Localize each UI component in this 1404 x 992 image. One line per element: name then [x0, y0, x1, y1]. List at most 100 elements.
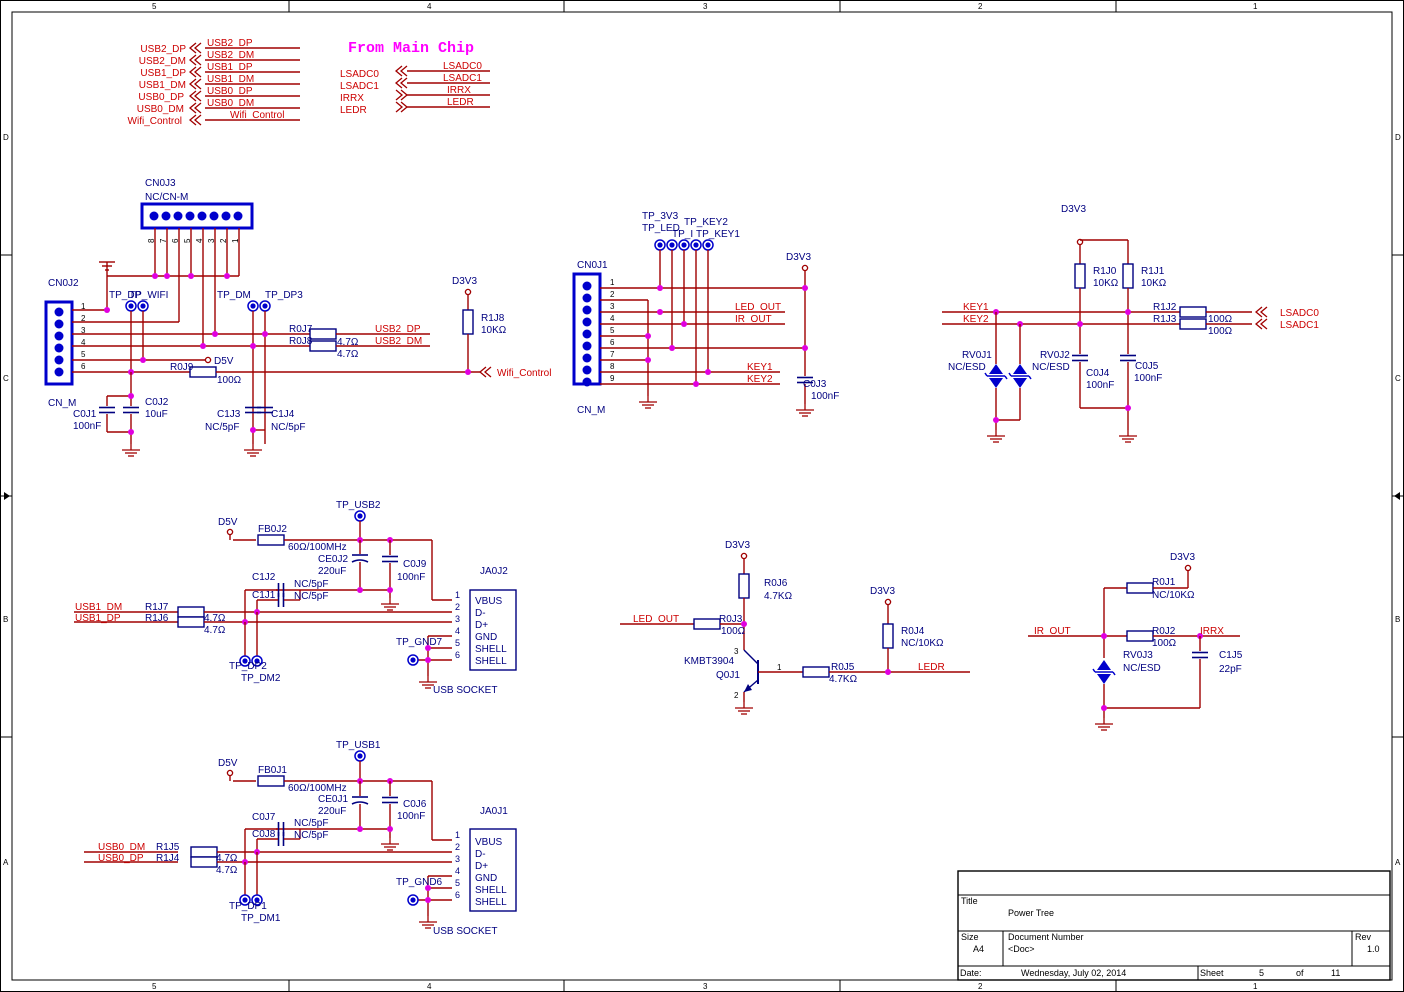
led-out-net: LED_OUT	[633, 614, 679, 625]
c0j3-ref: C0J3	[803, 379, 827, 390]
usb1-tp-dm: TP_DM2	[241, 673, 281, 684]
cn0j2-section: CN0J3 NC/CN-M 8 7 6 5 4 3 2 1 CN0J2	[44, 178, 551, 457]
wire-irrx: IRRX	[447, 85, 471, 96]
rv0j2-value: NC/ESD	[1032, 362, 1070, 373]
size-label: Size	[961, 932, 979, 942]
usb0-pin-4: 4	[455, 866, 460, 876]
r1j1-value: 10KΩ	[1141, 278, 1167, 289]
cn0j3-value: NC/CN-M	[145, 192, 188, 203]
date-value: Wednesday, July 02, 2014	[1021, 968, 1126, 978]
r0j9-wifi: R0J9 100Ω Wifi_Control	[170, 362, 551, 386]
usb0-pin-shell-a: SHELL	[475, 885, 507, 896]
rv0j1-value: NC/ESD	[948, 362, 986, 373]
usb1-pin-5: 5	[455, 638, 460, 648]
zone-col-3: 3	[703, 2, 708, 11]
zone-col-2-bottom: 2	[978, 982, 983, 991]
usb0-dp-net: USB0_DP	[98, 853, 144, 864]
usb1-fb-value: 60Ω/100MHz	[288, 542, 347, 553]
c0j3: D3V3 C0J3 100nF	[786, 252, 839, 417]
zone-row-a-right: A	[1395, 858, 1401, 867]
usb1-dp-net: USB1_DP	[75, 613, 121, 624]
cn0j1-pin-8: 8	[610, 362, 615, 371]
net-ir-out: IR_OUT	[735, 314, 772, 325]
r0j8-ref: R0J8	[289, 336, 313, 347]
usb0-tp-dm: TP_DM1	[241, 913, 281, 924]
c0j1-value: 100nF	[73, 421, 101, 432]
cn0j3-pin-1: 1	[231, 238, 240, 243]
zone-row-c: C	[3, 374, 9, 383]
tp-3v3-label: TP_3V3	[642, 211, 679, 222]
zone-row-b: B	[3, 615, 8, 624]
cn0j3-pin-6: 6	[171, 238, 180, 243]
cn0j2-pin-5: 5	[81, 350, 86, 359]
usb0-fb-value: 60Ω/100MHz	[288, 783, 347, 794]
c0j2-value: 10uF	[145, 409, 168, 420]
net-key1: KEY1	[747, 362, 773, 373]
r1j2-value: 100Ω	[1208, 314, 1233, 325]
tp-dm-dp3: TP_DM TP_DP3	[217, 290, 303, 444]
header-net-block: From Main Chip USB2_DP USB2_DM USB1_DP U…	[128, 38, 490, 127]
net-key2-in: KEY2	[963, 314, 989, 325]
rv0j1-ref: RV0J1	[962, 350, 992, 361]
wire-usb1-dp: USB1_DP	[207, 62, 253, 73]
wifi-control-net: Wifi_Control	[497, 368, 551, 379]
r0j1-ref: R0J1	[1152, 577, 1176, 588]
ir-d3v3: D3V3	[1170, 552, 1195, 563]
cn0j3-pin-8: 8	[147, 238, 156, 243]
sheet-label: Sheet	[1200, 968, 1224, 978]
zone-row-a: A	[3, 858, 9, 867]
cn0j2-pin-1: 1	[81, 302, 86, 311]
c1j4-ref: C1J4	[271, 409, 295, 420]
cn0j3-connector: CN0J3 NC/CN-M 8 7 6 5 4 3 2 1	[140, 178, 254, 243]
usb1-r-dp-ref: R1J6	[145, 613, 169, 624]
usb1-pin-1: 1	[455, 590, 460, 600]
wire-ledr: LEDR	[447, 97, 474, 108]
usb1-c1j1-value: NC/5pF	[294, 591, 328, 602]
usb0-section: D5V FB0J1 60Ω/100MHz TP_USB1 CE0J1 220uF…	[84, 740, 517, 937]
r0j7-r0j8: R0J7 R0J8 4.7Ω 4.7Ω USB2_DP USB2_DM	[289, 324, 430, 360]
c0j5-value: 100nF	[1134, 373, 1162, 384]
usb0-pin-2: 2	[455, 842, 460, 852]
d5v-net: D5V	[204, 356, 234, 367]
r1j8-ref: R1J8	[481, 313, 505, 324]
usb0-fb-ref: FB0J1	[258, 765, 287, 776]
port-lsadc1: LSADC1	[340, 81, 379, 92]
cn0j1-pin-1: 1	[610, 278, 615, 287]
c0j4-c0j5: C0J4 100nF C0J5 100nF	[1071, 354, 1162, 443]
zone-col-1-bottom: 1	[1253, 982, 1258, 991]
of-label: of	[1296, 968, 1304, 978]
usb0-pin-3: 3	[455, 854, 460, 864]
cn0j1-pin-4: 4	[610, 314, 615, 323]
r1j3-ref: R1J3	[1153, 314, 1177, 325]
usb1-c-ref: C0J9	[403, 559, 427, 570]
c1j5-ref: C1J5	[1219, 650, 1243, 661]
usb1-r-dp-value: 4.7Ω	[204, 625, 226, 636]
cn0j3-pin-3: 3	[207, 238, 216, 243]
d3v3-label-cn0j1: D3V3	[786, 252, 811, 263]
r1j3-value: 100Ω	[1208, 326, 1233, 337]
usb0-pin-5: 5	[455, 878, 460, 888]
r0j6-ref: R0J6	[764, 578, 788, 589]
usb0-c0j7-value: NC/5pF	[294, 818, 328, 829]
usb1-conn-desc: USB SOCKET	[433, 685, 497, 696]
zone-col-4-bottom: 4	[427, 982, 432, 991]
tp-dp-wifi: TP_DP TP_WIFI	[109, 290, 168, 375]
led-d3v3-a: D3V3	[725, 540, 750, 551]
rv0j3-ref: RV0J3	[1123, 650, 1153, 661]
port-usb2-dp: USB2_DP	[140, 44, 186, 55]
led-driver-section: D3V3 R0J6 4.7KΩ LED_OUT R0J3 100Ω 3 2 1 …	[620, 540, 970, 715]
zone-row-b-right: B	[1395, 615, 1400, 624]
net-usb2-dm: USB2_DM	[375, 336, 422, 347]
wire-usb2-dp: USB2_DP	[207, 38, 253, 49]
zone-col-5-bottom: 5	[152, 982, 157, 991]
usb1-conn-ref: JA0J2	[480, 566, 508, 577]
rv0j2-ref: RV0J2	[1040, 350, 1070, 361]
tp-led-label: TP_LED	[642, 223, 680, 234]
docnum-label: Document Number	[1008, 932, 1084, 942]
zone-row-d-right: D	[1395, 133, 1401, 142]
r0j6-value: 4.7KΩ	[764, 591, 793, 602]
wire-lsadc1: LSADC1	[443, 73, 482, 84]
cn0j2-pin-2: 2	[81, 314, 86, 323]
ir-section: D3V3 R0J1 NC/10KΩ IR_OUT R0J2 100Ω IRRX …	[1028, 552, 1243, 731]
usb0-pin-vbus: VBUS	[475, 837, 503, 848]
